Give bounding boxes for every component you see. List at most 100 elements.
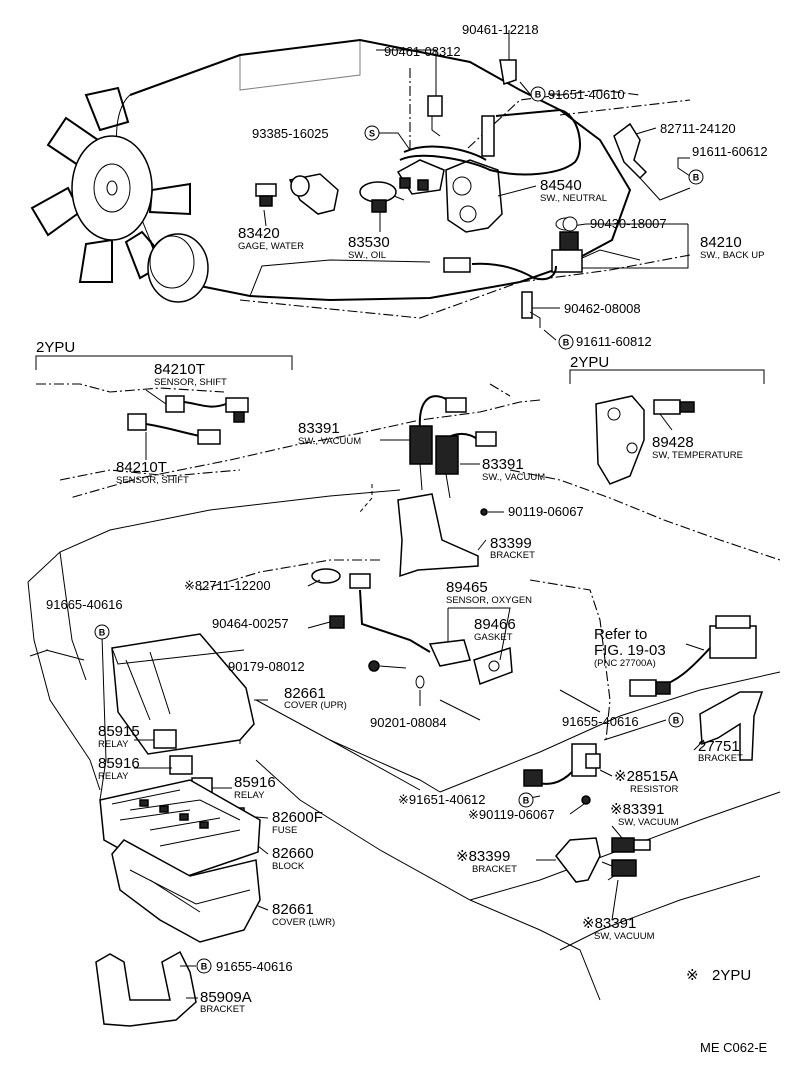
part-number: 84210	[700, 234, 742, 251]
engine-block	[116, 38, 641, 302]
part-description: SW, VACUUM	[594, 931, 655, 942]
water-gage-sensor	[255, 173, 339, 215]
part-number: 91611-60612	[692, 144, 768, 159]
part-number: 91665-40616	[46, 597, 123, 612]
part-number: 89465	[446, 579, 488, 596]
legend-text: 2YPU	[712, 967, 751, 984]
part-number: 83530	[348, 234, 390, 251]
part-description: SW, VACUUM	[618, 817, 679, 828]
part-number: 82661	[284, 685, 326, 702]
part-description: BLOCK	[272, 861, 305, 872]
part-number: 27751	[698, 738, 740, 755]
part-description: SW., VACUUM	[482, 472, 545, 483]
part-description: COVER (LWR)	[272, 917, 335, 928]
part-description: COVER (UPR)	[284, 700, 347, 711]
part-number: 82711-24120	[660, 121, 736, 136]
svg-text:S: S	[369, 129, 375, 139]
cover-upper	[111, 633, 255, 755]
part-number: 85915	[98, 723, 140, 740]
part-number: 85909A	[200, 989, 252, 1006]
svg-text:B: B	[535, 90, 542, 100]
part-number: 84210T	[154, 361, 205, 378]
part-number: 90462-08008	[564, 301, 641, 316]
temperature-switch	[595, 395, 695, 485]
s-marker: S	[364, 125, 380, 141]
part-description: SW., NEUTRAL	[540, 193, 607, 204]
bracket-27751	[699, 691, 764, 761]
bracket-83399	[397, 493, 479, 578]
part-number: 91655-40616	[562, 714, 639, 729]
bracket-85909A	[95, 950, 197, 1027]
shift-sensor-a	[165, 395, 249, 423]
figure-code: ME C062-E	[700, 1040, 768, 1055]
top-leaders	[263, 30, 691, 341]
part-number: ※83399	[456, 848, 510, 865]
part-number: 90179-08012	[228, 659, 305, 674]
part-description: SW, TEMPERATURE	[652, 450, 743, 461]
svg-text:B: B	[563, 338, 570, 348]
part-number: 85916	[234, 774, 276, 791]
part-number: 90461-08312	[384, 44, 461, 59]
part-number: 84540	[540, 177, 582, 194]
part-number: 83420	[238, 225, 280, 242]
part-number: ※83391	[610, 801, 664, 818]
oil-switch	[359, 181, 405, 213]
part-description: GAGE, WATER	[238, 241, 304, 252]
part-number: 90430-18007	[590, 216, 667, 231]
svg-text:B: B	[99, 628, 106, 638]
vacuum-switches	[409, 395, 497, 499]
section-2ypu-left-frame	[35, 355, 293, 370]
part-number: 90201-08084	[370, 715, 447, 730]
part-description: FUSE	[272, 825, 297, 836]
vacuum-switches-lower	[601, 837, 651, 881]
svg-text:B: B	[693, 173, 700, 183]
oxygen-sensor	[311, 568, 513, 689]
backup-switch	[443, 217, 583, 328]
part-number: 82600F	[272, 809, 323, 826]
pulley	[147, 233, 209, 303]
part-number: 91651-40610	[548, 87, 625, 102]
cover-lower	[111, 839, 261, 943]
part-number: 82660	[272, 845, 314, 862]
part-number: 89466	[474, 616, 516, 633]
b-marker: B	[688, 169, 704, 185]
shift-sensor-b	[127, 413, 221, 445]
refer-note: Refer to	[594, 626, 647, 643]
legend-symbol: ※	[686, 967, 699, 984]
part-description: BRACKET	[490, 550, 535, 561]
section-2ypu-right-frame	[569, 369, 765, 384]
part-description: RELAY	[234, 790, 265, 801]
part-number: 82661	[272, 901, 314, 918]
part-description: BRACKET	[200, 1004, 245, 1015]
part-number: 85916	[98, 755, 140, 772]
part-description: SW., OIL	[348, 250, 386, 261]
b-marker: B	[530, 86, 546, 102]
part-number: 90461-12218	[462, 22, 539, 37]
svg-text:B: B	[673, 716, 680, 726]
b-marker: B	[518, 792, 534, 808]
bracket-83399-lower	[555, 837, 601, 883]
refer-note: (PNC 27700A)	[594, 658, 656, 669]
part-number: 83391	[482, 456, 524, 473]
section-label: 2YPU	[36, 339, 75, 356]
b-marker: B	[668, 712, 684, 728]
part-number: ※28515A	[614, 768, 678, 785]
svg-text:B: B	[201, 962, 208, 972]
fan	[30, 86, 191, 283]
part-number: ※83391	[582, 915, 636, 932]
part-number: ※90119-06067	[468, 807, 555, 822]
part-number: ※82711-12200	[184, 578, 271, 593]
part-number: ※91651-40612	[398, 792, 486, 807]
labels: 90461-12218 90461-08312 91651-40610 8271…	[36, 22, 768, 1055]
part-number: 83391	[298, 420, 340, 437]
part-description: SW., BACK UP	[700, 250, 764, 261]
part-number: 90464-00257	[212, 616, 289, 631]
part-description: BRACKET	[698, 753, 743, 764]
neutral-switch	[396, 59, 581, 233]
svg-text:B: B	[523, 796, 530, 806]
refer-note: FIG. 19-03	[594, 642, 666, 659]
gasket-ring	[562, 216, 578, 232]
part-description: SW., VACUUM	[298, 436, 361, 447]
section-label: 2YPU	[570, 354, 609, 371]
